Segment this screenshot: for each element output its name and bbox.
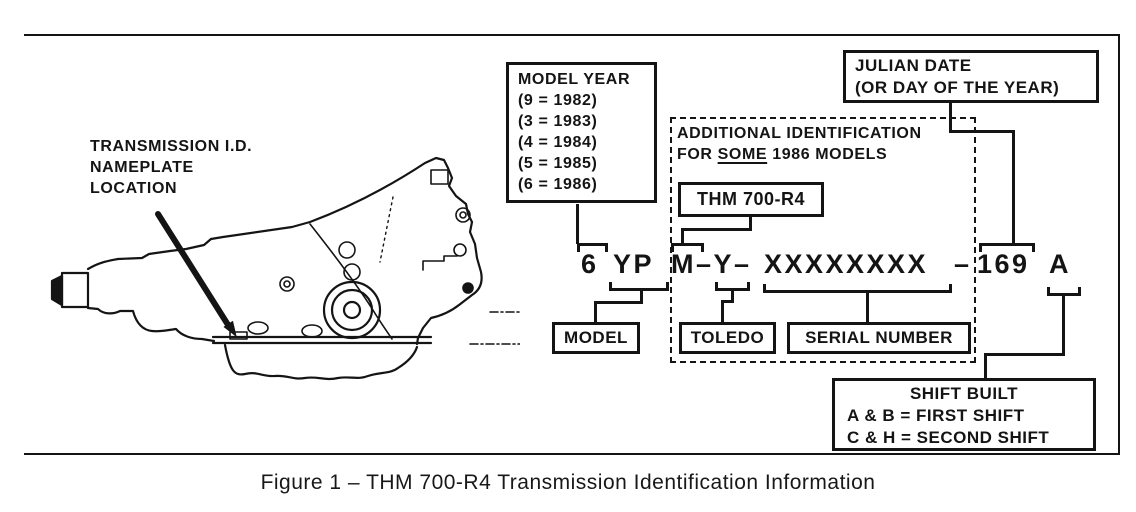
nameplate-callout-line3: LOCATION [90,180,178,197]
servo-cover-circles [322,280,382,340]
toledo-label-box: TOLEDO [679,322,776,354]
case-bottom-edge [86,306,216,343]
julian-date-box: JULIAN DATE (OR DAY OF THE YEAR) [843,50,1099,103]
id-code-shift: A [1049,249,1071,279]
connector-shift-v2 [984,353,987,378]
connector-model-v2 [594,301,597,322]
connector-thm-v2 [681,228,684,245]
bracket-under-a [1047,287,1081,296]
connector-toledo-h [721,300,734,303]
transmission-drawing [50,156,520,381]
connector-toledo-v1 [731,290,734,303]
connector-toledo-v2 [721,300,724,322]
connector-shift-v1 [1062,295,1065,356]
oil-pan [211,335,433,381]
additional-id-dashed-box [670,117,976,363]
bracket-over-169 [979,243,1035,252]
transmission-outline [86,156,483,346]
connector-julian-h [949,130,1015,133]
model-year-row: (5 = 1985) [518,155,598,172]
connector-model-v1 [640,290,643,304]
model-year-row: (9 = 1982) [518,92,598,109]
model-year-box: MODEL YEAR (9 = 1982) (3 = 1983) (4 = 19… [506,62,657,203]
model-year-row: (3 = 1983) [518,113,598,130]
id-code-model: YP [613,249,655,279]
id-code-julian-date: 169 [977,249,1030,279]
bracket-under-serial [763,284,952,293]
model-label-box: MODEL [552,322,640,354]
thm-700-r4-box: THM 700-R4 [678,182,824,217]
connector-serial-stem [866,292,869,322]
shift-built-box: SHIFT BUILT A & B = FIRST SHIFT C & H = … [832,378,1096,451]
bracket-over-m [671,243,704,252]
model-year-row: (6 = 1986) [518,176,598,193]
figure-caption: Figure 1 – THM 700-R4 Transmission Ident… [260,471,876,494]
julian-date-line2: (OR DAY OF THE YEAR) [855,78,1060,97]
some-underlined: SOME [717,146,768,163]
additional-id-line2: FOR SOME 1986 MODELS [677,146,888,163]
additional-id-text: ADDITIONAL IDENTIFICATION FOR SOME 1986 … [677,123,922,165]
shift-built-row2: C & H = SECOND SHIFT [847,428,1050,447]
id-nameplate [229,331,248,340]
connector-thm-h [681,228,752,231]
julian-date-line1: JULIAN DATE [855,56,972,75]
nameplate-callout-line2: NAMEPLATE [90,159,194,176]
additional-id-line1: ADDITIONAL IDENTIFICATION [677,125,922,142]
id-code-plant-prefix: M–Y– [671,249,752,279]
case-seam-dotted [379,196,394,263]
serial-number-label-box: SERIAL NUMBER [787,322,971,354]
nameplate-callout-line1: TRANSMISSION I.D. [90,138,253,155]
nameplate-pointer-arrow [155,211,237,337]
bracket-over-6 [577,243,608,252]
connector-julian-v1 [949,102,952,133]
connector-julian-v2 [1012,130,1015,244]
connector-model-h [594,301,643,304]
connector-shift-h [984,353,1065,356]
id-code-serial-mask: XXXXXXXX [764,249,929,279]
id-code-separator: – [954,249,972,279]
figure-border-frame [24,34,1120,455]
toledo-label: TOLEDO [690,328,765,347]
serial-number-label: SERIAL NUMBER [805,328,953,347]
nameplate-callout: TRANSMISSION I.D. NAMEPLATE LOCATION [90,136,252,199]
case-joint-line [309,223,393,340]
model-label: MODEL [564,328,628,347]
connector-model-year-stem [576,204,579,244]
output-shaft [50,271,90,309]
shift-built-title: SHIFT BUILT [909,384,1019,403]
id-code-model-year: 6 [581,249,599,279]
bracket-under-y [715,282,750,291]
case-details [247,169,520,345]
shift-built-row1: A & B = FIRST SHIFT [847,406,1025,425]
model-year-row: (4 = 1984) [518,134,598,151]
model-year-title: MODEL YEAR [518,71,631,88]
thm-700-r4-label: THM 700-R4 [696,189,806,209]
connector-thm-v1 [749,217,752,231]
bracket-under-6yp [609,282,669,291]
